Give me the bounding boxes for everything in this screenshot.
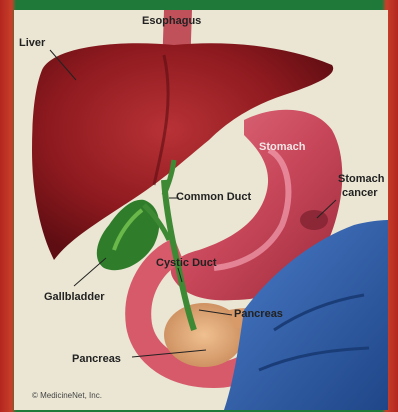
label-stomach-cancer-line1: Stomach xyxy=(338,173,385,185)
anatomy-diagram: Esophagus Liver Stomach Stomach cancer C… xyxy=(14,10,388,410)
credit-text: © MedicineNet, Inc. xyxy=(32,391,102,400)
anatomy-illustration: Esophagus Liver Stomach Stomach cancer C… xyxy=(14,10,388,410)
stomach-cancer-spot xyxy=(300,210,328,230)
label-cystic-duct: Cystic Duct xyxy=(156,257,217,269)
label-esophagus: Esophagus xyxy=(142,15,201,27)
label-gallbladder: Gallbladder xyxy=(44,291,105,303)
label-liver: Liver xyxy=(19,37,46,49)
label-stomach-cancer-line2: cancer xyxy=(342,187,378,199)
label-stomach: Stomach xyxy=(259,141,306,153)
leader-gallbladder xyxy=(74,258,106,286)
label-common-duct: Common Duct xyxy=(176,191,252,203)
label-pancreas-tail: Pancreas xyxy=(234,308,283,320)
label-pancreas: Pancreas xyxy=(72,353,121,365)
